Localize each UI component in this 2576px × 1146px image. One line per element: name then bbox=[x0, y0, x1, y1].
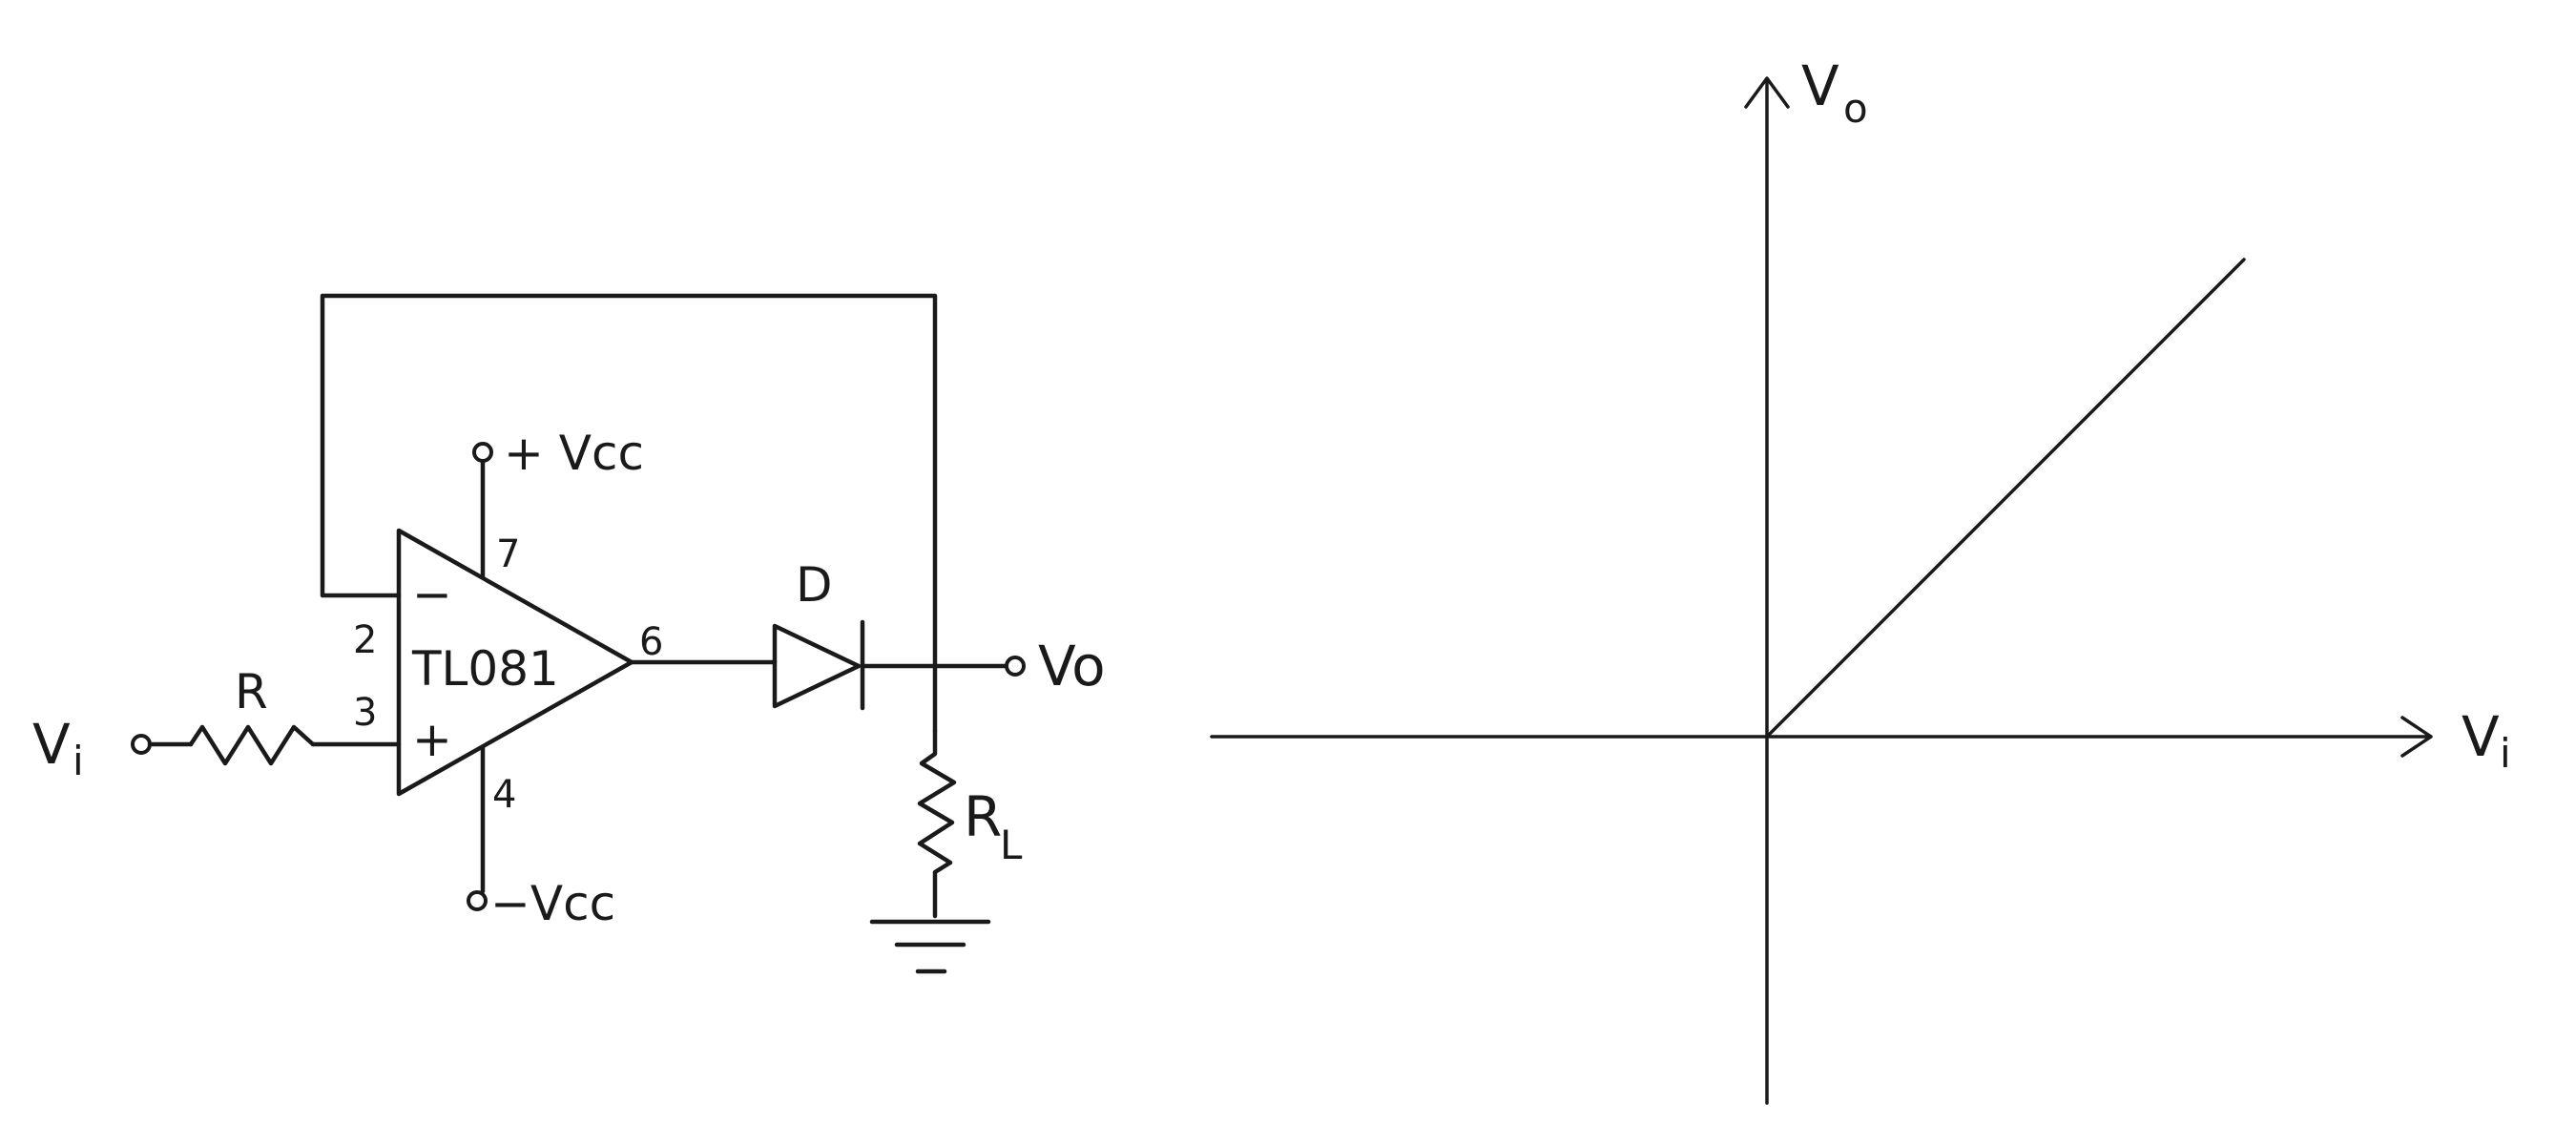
resistor-label: R bbox=[235, 664, 268, 719]
x-axis-label: V bbox=[2462, 704, 2500, 769]
input-terminal bbox=[131, 734, 152, 755]
y-axis-label-sub: o bbox=[1843, 85, 1868, 132]
vplus-terminal bbox=[472, 442, 493, 463]
x-axis-label-sub: i bbox=[2500, 730, 2511, 777]
pin-3-label: 3 bbox=[353, 691, 377, 735]
vminus-terminal bbox=[467, 890, 488, 911]
y-axis-arrowhead bbox=[1744, 76, 1790, 109]
input-label: V bbox=[32, 712, 71, 777]
supply-negative-label: −Vcc bbox=[490, 876, 615, 931]
pin-7-label: 7 bbox=[496, 532, 520, 576]
diode-d bbox=[772, 619, 865, 711]
opamp-label: TL081 bbox=[411, 641, 559, 697]
input-label-sub: i bbox=[73, 738, 84, 784]
resistor-r bbox=[188, 724, 316, 766]
ground-symbol bbox=[869, 919, 991, 974]
load-label: R bbox=[964, 784, 1002, 849]
opamp-plus-sign: + bbox=[412, 712, 452, 767]
pin-6-label: 6 bbox=[639, 620, 663, 664]
pin-2-label: 2 bbox=[353, 618, 377, 662]
diode-triangle bbox=[772, 623, 862, 709]
pin-4-label: 4 bbox=[492, 773, 516, 817]
output-label: Vo bbox=[1038, 634, 1106, 698]
transfer-characteristic-graph: V i V o bbox=[1210, 53, 2511, 1105]
opamp-minus-sign: − bbox=[412, 567, 452, 622]
load-label-sub: L bbox=[1000, 822, 1023, 868]
supply-positive-label: + Vcc bbox=[504, 426, 644, 481]
y-axis-label: V bbox=[1801, 53, 1839, 118]
x-axis-arrowhead bbox=[2400, 716, 2433, 758]
rectifier-circuit: V i R − + TL081 2 3 6 7 4 + Vcc −Vcc bbox=[32, 293, 1106, 974]
opamp-triangle bbox=[396, 528, 634, 797]
feedback-wire bbox=[320, 293, 938, 734]
transfer-curve bbox=[1765, 258, 2246, 739]
vo-terminal bbox=[1005, 656, 1026, 677]
load-resistor-rl bbox=[917, 728, 957, 919]
diode-label: D bbox=[796, 557, 833, 613]
